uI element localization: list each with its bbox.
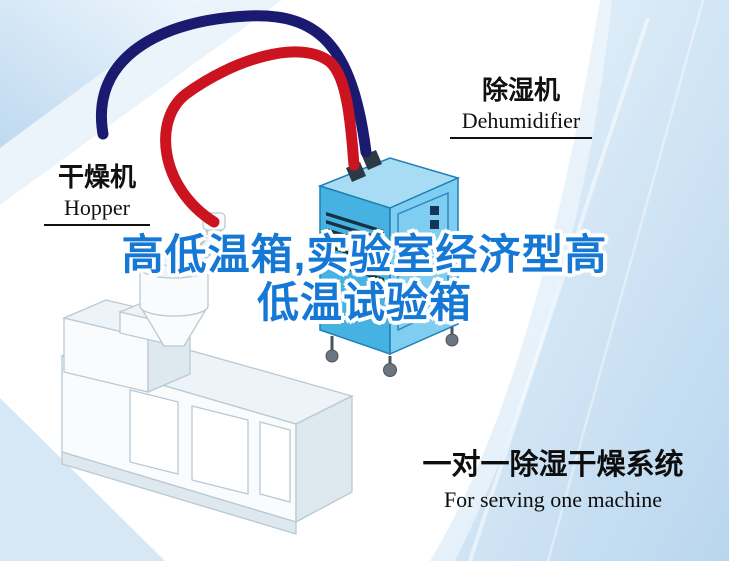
dehumidifier-label-cn: 除湿机 <box>481 75 560 105</box>
hopper-label-en: Hopper <box>64 194 130 220</box>
injection-molding-machine <box>60 299 354 535</box>
red-hose <box>160 46 360 228</box>
caption-en: For serving one machine <box>443 487 663 513</box>
hopper-label: 干燥机 Hopper <box>44 162 150 227</box>
page-title-line1: 高低温箱,实验室经济型高 <box>121 231 608 278</box>
hopper-illustration <box>138 212 226 347</box>
dehumidifier-label-en: Dehumidifier <box>461 107 581 133</box>
dehumidifier-label-line <box>450 137 592 140</box>
navy-hose <box>96 10 372 158</box>
control-button <box>430 220 439 229</box>
control-button <box>430 206 439 215</box>
caption-cn: 一对一除湿干燥系统 <box>422 449 684 481</box>
caster-wheels <box>325 326 459 377</box>
page-title: 高低温箱,实验室经济型高 低温试验箱 <box>0 231 729 327</box>
dehumidifier-illustration <box>317 150 461 377</box>
side-door <box>397 191 449 332</box>
hopper-label-line <box>44 224 150 227</box>
caption-block: 一对一除湿干燥系统 For serving one machine <box>401 449 705 513</box>
hopper-label-cn: 干燥机 <box>57 162 136 192</box>
dehumidifier-label: 除湿机 Dehumidifier <box>450 75 592 140</box>
vent-grille <box>326 212 384 282</box>
page-title-line2: 低温试验箱 <box>256 278 472 326</box>
